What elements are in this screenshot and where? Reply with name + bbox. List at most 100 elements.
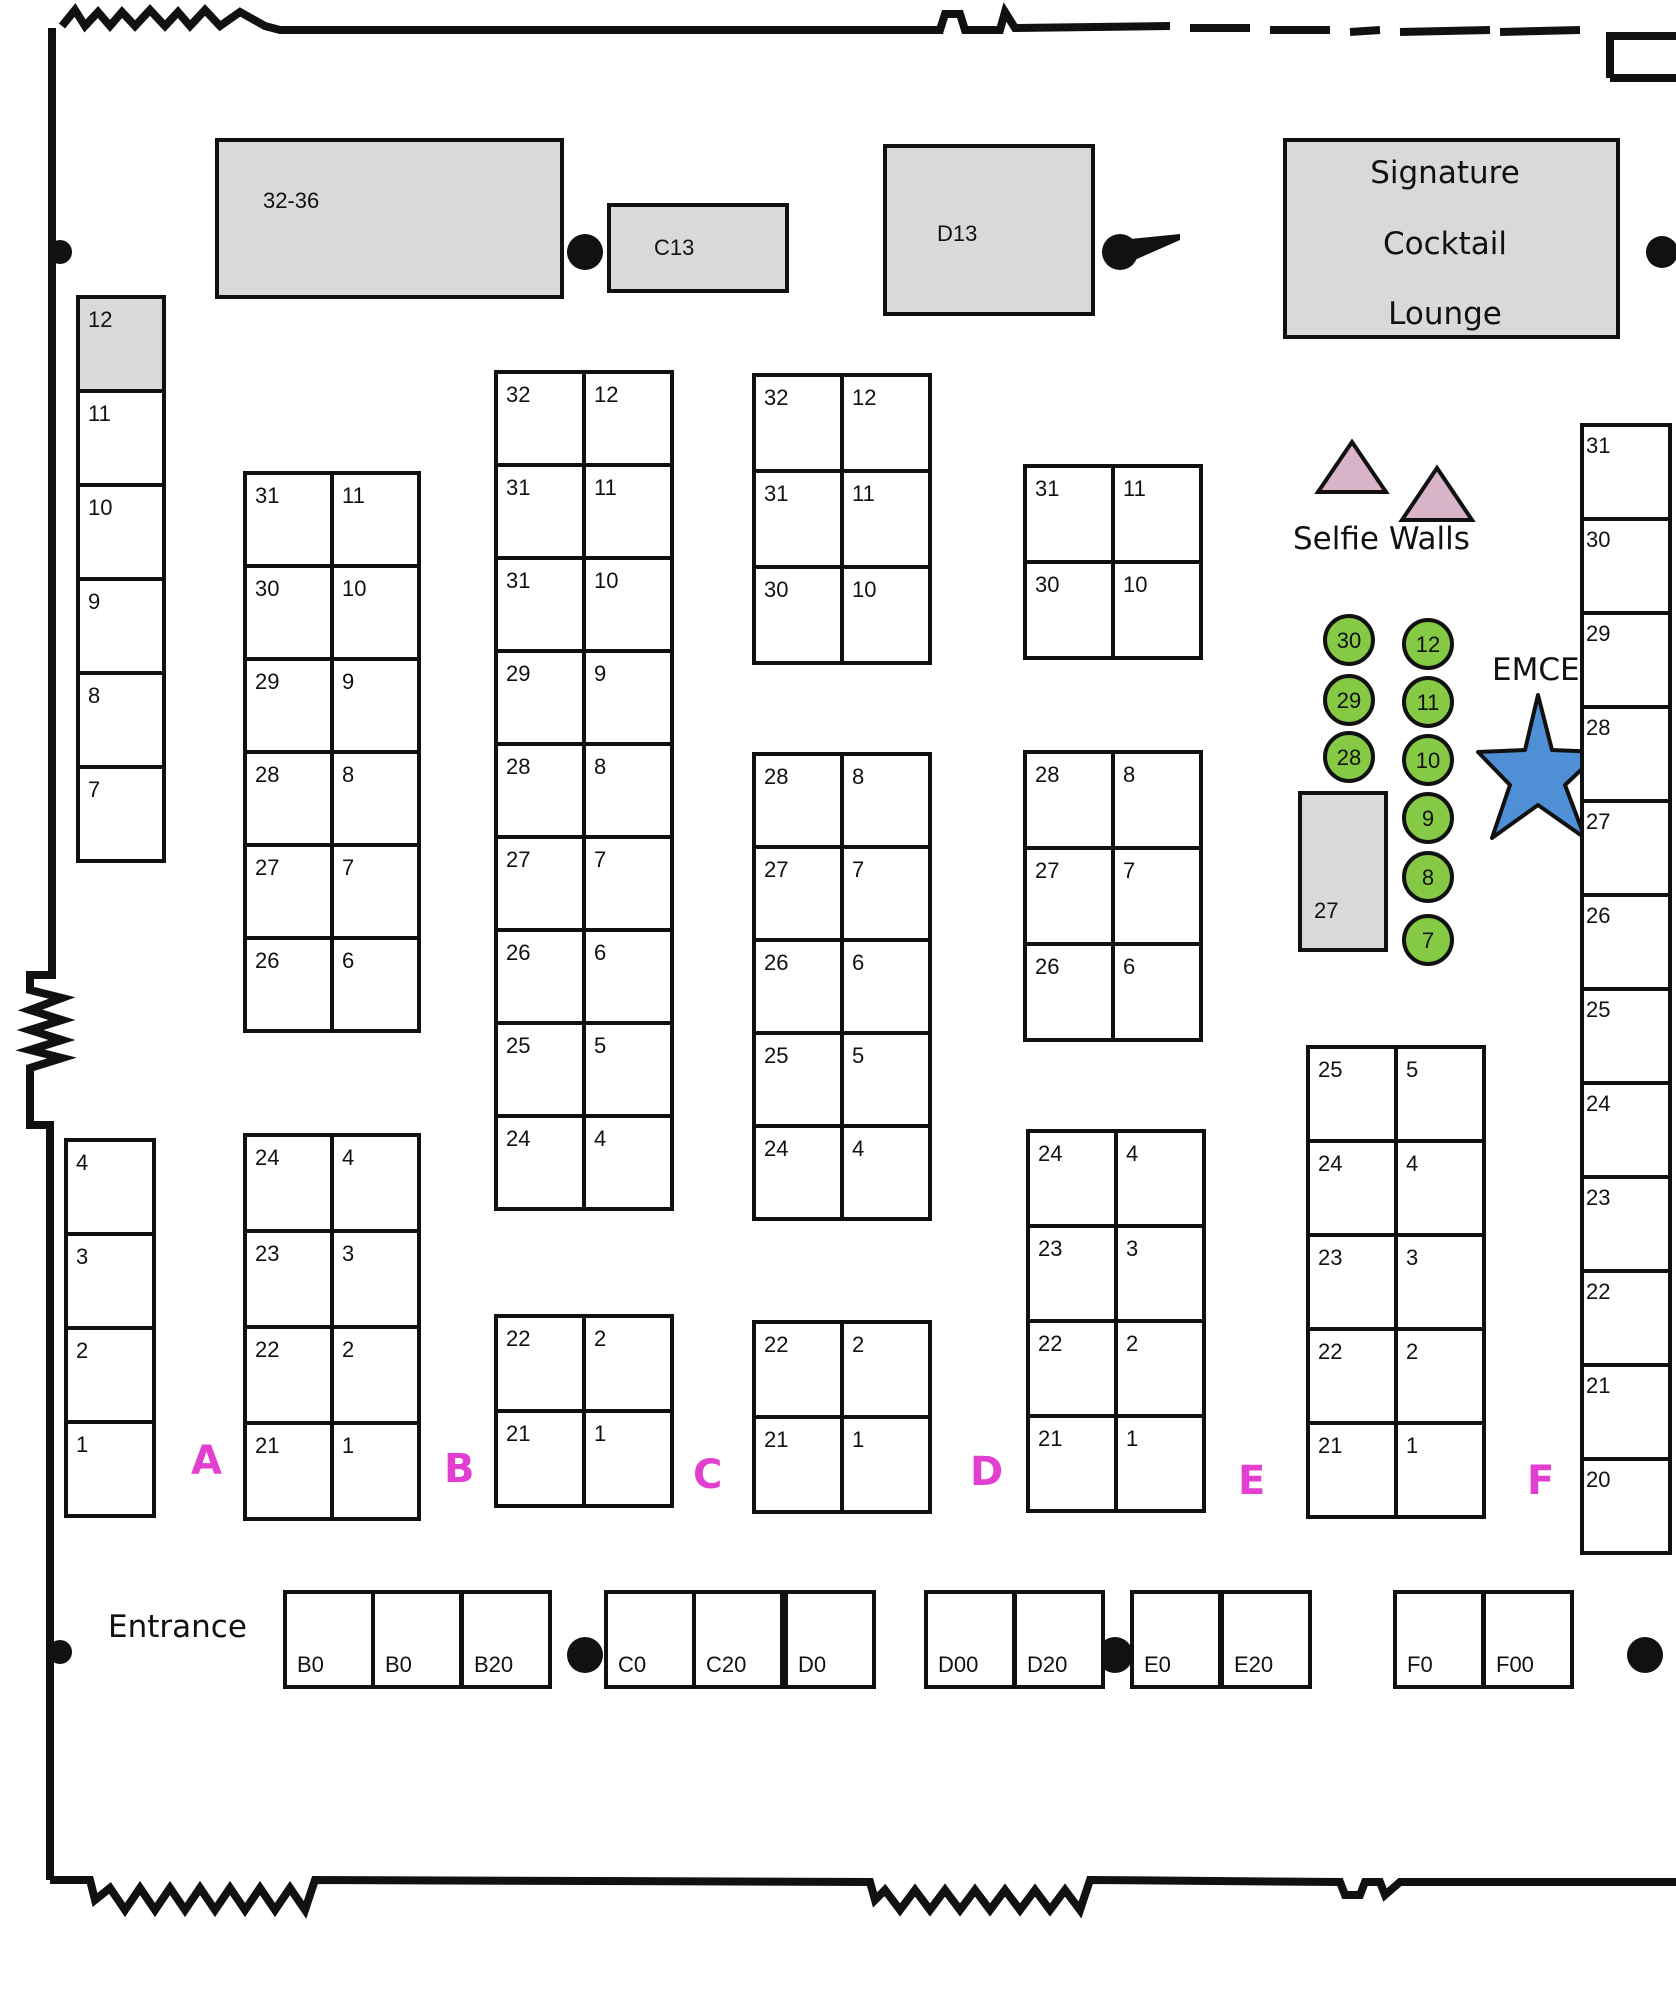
booth[interactable]: 32-36	[215, 138, 564, 299]
booth[interactable]: 12	[582, 370, 674, 467]
booth[interactable]: 10	[1111, 560, 1203, 660]
booth-box[interactable]	[76, 765, 166, 863]
booth[interactable]: B20	[460, 1590, 552, 1689]
booth[interactable]: 2	[330, 1325, 421, 1425]
table[interactable]: 12	[1402, 618, 1454, 670]
booth[interactable]: 31	[494, 556, 586, 653]
booth[interactable]: 27	[752, 845, 844, 942]
booth[interactable]: 27	[1298, 791, 1388, 952]
booth[interactable]: 4	[1394, 1139, 1486, 1237]
booth[interactable]: 26	[1023, 942, 1115, 1042]
booth-box[interactable]	[1026, 1224, 1118, 1323]
booth[interactable]: 8	[330, 750, 421, 847]
booth[interactable]: 23	[1580, 1175, 1672, 1273]
booth[interactable]: 25	[1306, 1045, 1398, 1143]
booth[interactable]: 22	[243, 1325, 334, 1425]
booth-box[interactable]	[582, 1021, 674, 1118]
booth[interactable]: 6	[582, 928, 674, 1025]
booth[interactable]: 5	[582, 1021, 674, 1118]
booth[interactable]: 24	[752, 1124, 844, 1221]
booth[interactable]: 4	[1114, 1129, 1206, 1228]
booth-box[interactable]	[582, 1314, 674, 1413]
booth[interactable]: 21	[1026, 1414, 1118, 1513]
booth[interactable]: 9	[76, 577, 166, 675]
booth[interactable]: 6	[840, 938, 932, 1035]
booth[interactable]: 10	[330, 564, 421, 661]
booth-box[interactable]	[243, 1421, 334, 1521]
booth[interactable]: 2	[840, 1320, 932, 1419]
booth[interactable]: 28	[243, 750, 334, 847]
booth[interactable]: 7	[330, 843, 421, 940]
booth[interactable]: C0	[604, 1590, 696, 1689]
circle-icon[interactable]	[1402, 676, 1454, 728]
booth[interactable]: 29	[494, 649, 586, 746]
booth-box[interactable]	[752, 938, 844, 1035]
booth-box[interactable]	[1580, 423, 1672, 521]
booth[interactable]: 10	[840, 565, 932, 665]
booth[interactable]: 1	[330, 1421, 421, 1521]
booth-box[interactable]	[840, 1124, 932, 1221]
booth[interactable]: 28	[1580, 705, 1672, 803]
circle-icon[interactable]	[1402, 618, 1454, 670]
booth-box[interactable]	[1220, 1590, 1312, 1689]
booth-box[interactable]	[330, 750, 421, 847]
booth-box[interactable]	[840, 1320, 932, 1419]
booth[interactable]: 7	[76, 765, 166, 863]
booth-box[interactable]	[1394, 1327, 1486, 1425]
booth[interactable]: 30	[752, 565, 844, 665]
circle-icon[interactable]	[1402, 792, 1454, 844]
booth[interactable]: 5	[840, 1031, 932, 1128]
booth[interactable]: 22	[1306, 1327, 1398, 1425]
booth-box[interactable]	[76, 483, 166, 581]
booth-box[interactable]	[784, 1590, 876, 1689]
booth[interactable]: 7	[840, 845, 932, 942]
booth[interactable]: 1	[1114, 1414, 1206, 1513]
booth-box[interactable]	[76, 389, 166, 487]
booth-box[interactable]	[1111, 942, 1203, 1042]
booth-box[interactable]	[582, 463, 674, 560]
booth[interactable]: B0	[283, 1590, 375, 1689]
booth-box[interactable]	[840, 1415, 932, 1514]
booth[interactable]: 31	[243, 471, 334, 568]
booth-box[interactable]	[330, 1325, 421, 1425]
booth[interactable]: 4	[330, 1133, 421, 1233]
booth-box[interactable]	[1111, 464, 1203, 564]
booth[interactable]: 23	[1026, 1224, 1118, 1323]
booth[interactable]: 26	[243, 936, 334, 1033]
table[interactable]: 9	[1402, 792, 1454, 844]
booth-box[interactable]	[215, 138, 564, 299]
booth-box[interactable]	[752, 565, 844, 665]
booth[interactable]: 28	[752, 752, 844, 849]
booth[interactable]: 32	[494, 370, 586, 467]
booth[interactable]: 21	[494, 1409, 586, 1508]
booth-box[interactable]	[494, 1114, 586, 1211]
booth-box[interactable]	[1023, 846, 1115, 946]
booth[interactable]: 25	[752, 1031, 844, 1128]
booth[interactable]: 20	[1580, 1457, 1672, 1555]
booth[interactable]: 31	[1023, 464, 1115, 564]
booth-box[interactable]	[76, 671, 166, 769]
booth[interactable]: 11	[76, 389, 166, 487]
booth[interactable]: 24	[243, 1133, 334, 1233]
booth[interactable]: 22	[1580, 1269, 1672, 1367]
booth[interactable]: D20	[1013, 1590, 1105, 1689]
booth-box[interactable]	[840, 373, 932, 473]
booth[interactable]: 29	[243, 657, 334, 754]
booth-box[interactable]	[582, 649, 674, 746]
booth-box[interactable]	[1580, 705, 1672, 803]
booth-box[interactable]	[692, 1590, 784, 1689]
booth[interactable]: 4	[582, 1114, 674, 1211]
booth[interactable]: D13	[883, 144, 1095, 316]
booth[interactable]: 3	[1114, 1224, 1206, 1323]
booth-box[interactable]	[330, 843, 421, 940]
booth[interactable]: 8	[76, 671, 166, 769]
booth[interactable]: 30	[243, 564, 334, 661]
booth-box[interactable]	[883, 144, 1095, 316]
circle-icon[interactable]	[1402, 734, 1454, 786]
booth[interactable]: F0	[1393, 1590, 1485, 1689]
booth[interactable]: 7	[582, 835, 674, 932]
booth[interactable]: 27	[1580, 799, 1672, 897]
booth[interactable]: 26	[752, 938, 844, 1035]
circle-icon[interactable]	[1402, 851, 1454, 903]
booth[interactable]: 4	[64, 1138, 156, 1236]
